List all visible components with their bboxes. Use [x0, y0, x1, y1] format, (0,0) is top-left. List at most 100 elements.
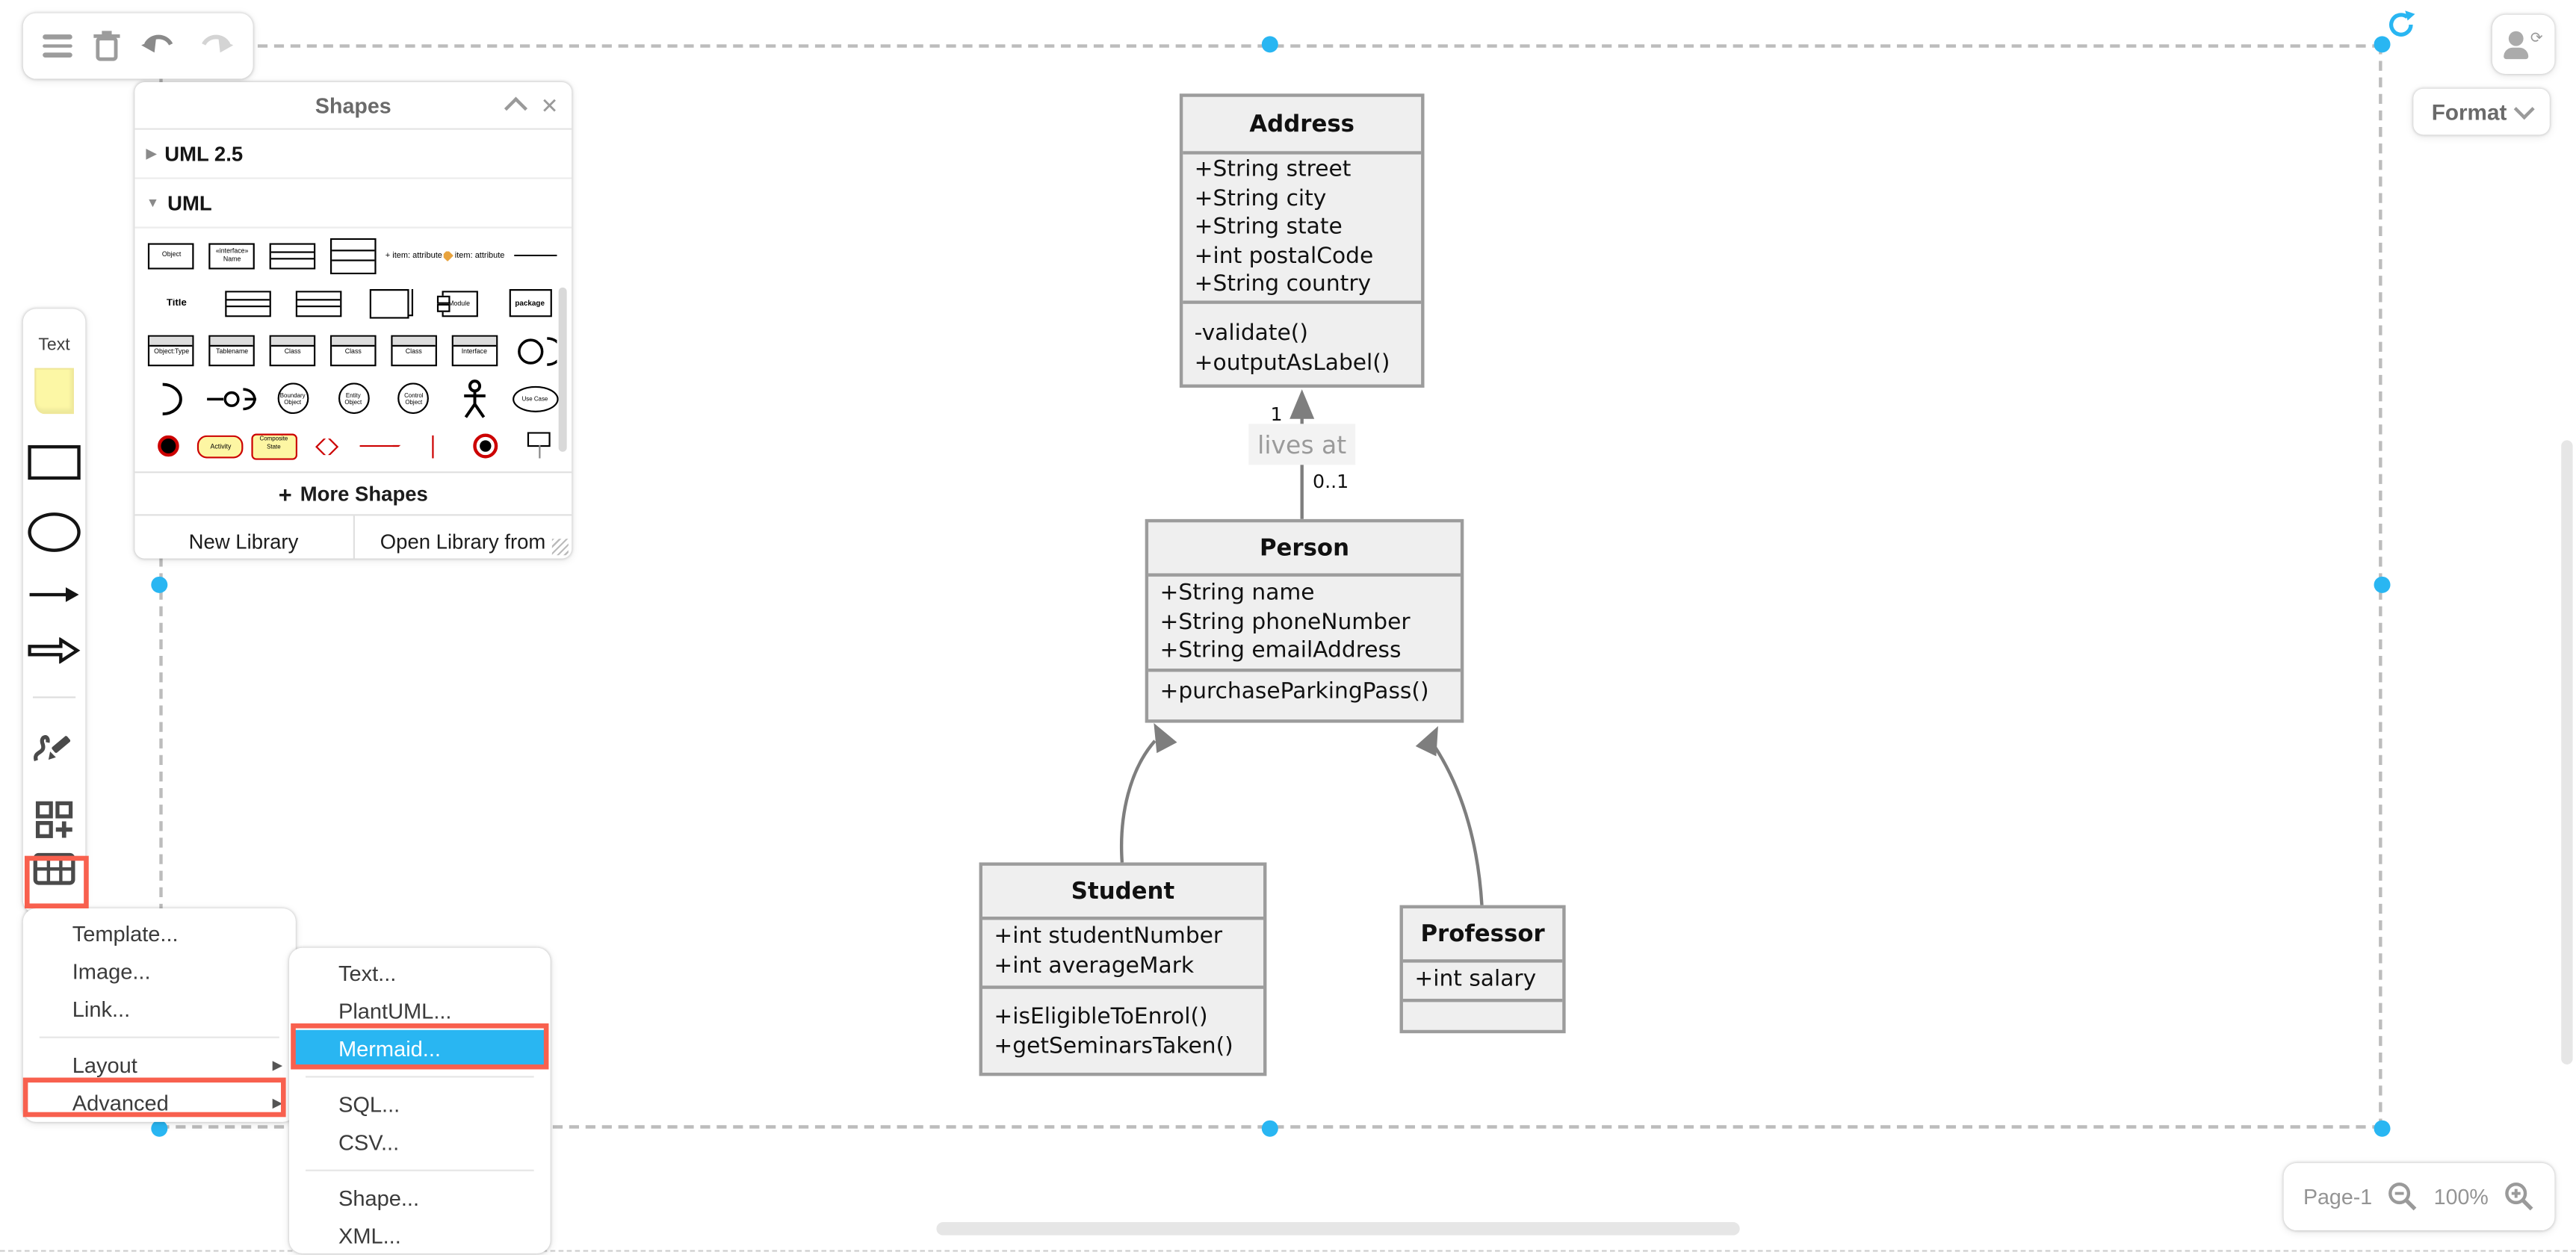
shape-thumb-actor[interactable] — [444, 379, 504, 418]
menu-item-advanced[interactable]: Advanced▶ — [72, 1091, 283, 1116]
shape-thumb-lollipop[interactable] — [202, 385, 262, 412]
menu-item-shape[interactable]: Shape... — [338, 1186, 420, 1211]
selection-handle-bottom-left[interactable] — [151, 1120, 168, 1137]
zoom-level[interactable]: 100% — [2433, 1184, 2489, 1209]
inheritance-edge-professor[interactable] — [1432, 745, 1484, 905]
shape-thumb-box-lines[interactable] — [282, 290, 353, 317]
more-shapes-button[interactable]: + More Shapes — [134, 471, 572, 514]
open-library-button[interactable]: Open Library from — [352, 515, 572, 559]
menu-item-xml[interactable]: XML... — [338, 1224, 401, 1249]
shape-thumb-text[interactable]: + item: attribute — [385, 250, 442, 261]
zoom-in-icon[interactable] — [2504, 1181, 2535, 1212]
selection-handle-bottom-right[interactable] — [2374, 1120, 2391, 1137]
shape-thumb-box-header[interactable]: Class — [323, 335, 383, 367]
class-title: Address — [1183, 97, 1422, 155]
menu-item-sql[interactable]: SQL... — [338, 1092, 400, 1118]
shape-thumb-yellow-state[interactable]: Composite State — [247, 433, 300, 459]
selection-handle-left-middle[interactable] — [151, 576, 168, 593]
delete-icon[interactable] — [92, 30, 122, 63]
menu-item-mermaid[interactable]: Mermaid... — [294, 1029, 546, 1068]
panel-resize-grip[interactable] — [551, 539, 569, 556]
shape-thumb-package[interactable]: package — [495, 289, 566, 317]
menu-item-text[interactable]: Text... — [338, 961, 397, 986]
section-uml[interactable]: ▼ UML — [134, 179, 572, 229]
page-label[interactable]: Page-1 — [2303, 1184, 2373, 1209]
shape-thumb-box-header[interactable]: Interface — [444, 335, 504, 367]
vertical-scrollbar[interactable] — [2561, 440, 2573, 1065]
shape-thumb-circle-arc[interactable] — [504, 334, 565, 367]
menu-item-template[interactable]: Template... — [72, 921, 179, 946]
shape-thumb-box[interactable]: Object — [141, 242, 202, 269]
inheritance-edge-student[interactable] — [1120, 740, 1157, 863]
shape-thumb-box-header[interactable]: Class — [383, 335, 444, 367]
note-tool[interactable] — [34, 368, 74, 415]
shape-thumb-text-bold[interactable]: Title — [166, 298, 187, 309]
shape-thumb-circle[interactable]: Entity Object — [323, 382, 383, 415]
selection-handle-bottom-center[interactable] — [1261, 1120, 1278, 1137]
ellipse-tool[interactable] — [28, 512, 81, 552]
freehand-tool[interactable] — [33, 728, 75, 767]
close-icon[interactable]: ✕ — [540, 93, 559, 118]
shape-thumb-red-dot[interactable] — [141, 435, 194, 457]
panel-scrollbar[interactable] — [558, 287, 567, 452]
shape-thumb-circle[interactable]: Boundary Object — [262, 382, 323, 415]
shapes-panel-title: Shapes — [315, 93, 391, 118]
menu-item-link[interactable]: Link... — [72, 997, 131, 1022]
shape-thumb-box-header[interactable]: Tablename — [202, 335, 262, 367]
rotate-handle-icon[interactable] — [2385, 8, 2418, 41]
association-label[interactable]: lives at — [1248, 424, 1356, 465]
class-fields: +String street+String city +String state… — [1183, 155, 1422, 304]
shape-thumb-yellow-pill[interactable]: Activity — [194, 434, 247, 458]
uml-class-person[interactable]: Person +String name+String phoneNumber +… — [1145, 518, 1464, 723]
selection-handle-right-middle[interactable] — [2374, 576, 2391, 593]
uml-class-student[interactable]: Student +int studentNumber+int averageMa… — [979, 862, 1267, 1076]
shape-thumb-sign[interactable] — [513, 432, 566, 459]
arrow-tool[interactable] — [28, 585, 80, 604]
shape-thumb-final-node[interactable] — [459, 433, 513, 459]
shape-thumb-module[interactable]: Module — [424, 290, 495, 317]
shape-thumb-box-lines[interactable] — [262, 242, 323, 269]
shape-thumb-ellipse[interactable]: Use Case — [504, 385, 565, 412]
share-user-button[interactable]: ⟳ — [2492, 14, 2555, 74]
uml-class-address[interactable]: Address +String street+String city +Stri… — [1179, 93, 1425, 388]
rectangle-tool[interactable] — [28, 444, 81, 480]
class-methods: -validate()+outputAsLabel() — [1194, 320, 1390, 376]
shape-thumb-red-diamond[interactable] — [300, 438, 353, 455]
menu-item-plantuml[interactable]: PlantUML... — [338, 998, 452, 1023]
shape-thumb-hline[interactable] — [504, 254, 565, 257]
shape-thumb-red-arrow[interactable] — [353, 444, 406, 447]
text-tool[interactable]: Text — [38, 335, 70, 355]
shapes-panel-header: Shapes ✕ — [134, 82, 572, 130]
shape-thumb-arc[interactable] — [141, 380, 202, 416]
shape-thumb-box-lines[interactable] — [212, 290, 283, 317]
shape-thumb-box[interactable]: «interface» Name — [202, 242, 262, 269]
annotation-box-mermaid — [291, 1023, 549, 1070]
toolbar-divider — [32, 696, 76, 698]
horizontal-scrollbar[interactable] — [936, 1222, 1740, 1236]
shape-thumb-book[interactable] — [353, 288, 424, 318]
undo-icon[interactable] — [141, 31, 177, 61]
selection-handle-top-center[interactable] — [1261, 36, 1278, 53]
menu-item-layout[interactable]: Layout▶ — [72, 1053, 283, 1078]
page-break-line — [0, 1250, 2576, 1252]
menu-item-image[interactable]: Image... — [72, 959, 151, 985]
shape-thumb-circle[interactable]: Control Object — [383, 382, 444, 415]
shape-thumb-box-header[interactable]: Object:Type — [141, 335, 202, 367]
redo-icon — [202, 34, 234, 53]
insert-shape-icon[interactable] — [34, 800, 74, 840]
collapse-icon[interactable] — [504, 96, 528, 120]
shape-thumb-box-header[interactable]: Class — [262, 335, 323, 367]
format-button[interactable]: Format — [2413, 88, 2550, 135]
menu-icon[interactable] — [43, 30, 72, 62]
uml-class-professor[interactable]: Professor +int salary — [1399, 905, 1566, 1034]
shape-thumb-box-lines-tall[interactable] — [323, 237, 383, 274]
menu-item-csv[interactable]: CSV... — [338, 1130, 400, 1155]
selection-handle-top-right[interactable] — [2374, 36, 2391, 53]
shape-thumb-text-icon[interactable]: item: attribute — [444, 250, 504, 261]
class-fields: +int studentNumber+int averageMark — [982, 920, 1264, 989]
section-uml25[interactable]: ▶ UML 2.5 — [134, 130, 572, 179]
shape-thumb-red-fork[interactable] — [406, 434, 459, 458]
new-library-button[interactable]: New Library — [188, 530, 299, 553]
zoom-out-icon[interactable] — [2388, 1181, 2419, 1212]
block-arrow-tool[interactable] — [28, 637, 81, 664]
